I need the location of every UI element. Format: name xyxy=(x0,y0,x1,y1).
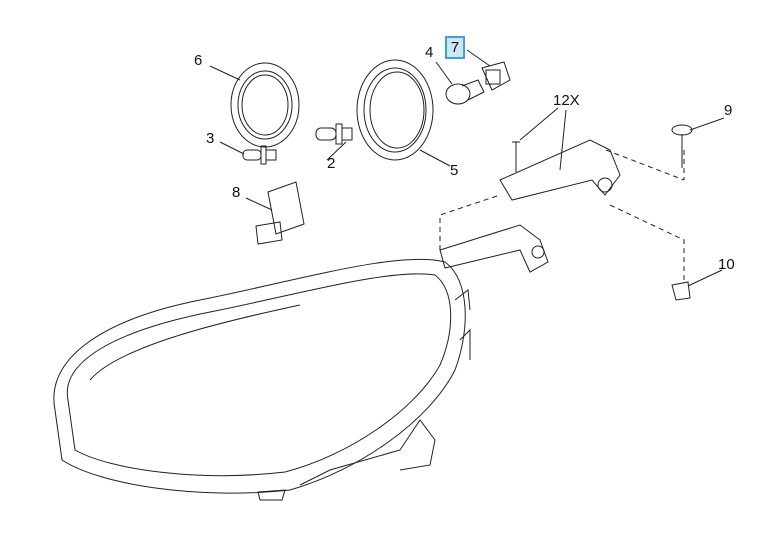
clip-part-10[interactable] xyxy=(671,281,691,301)
leader-lines xyxy=(209,49,725,287)
callout-2[interactable]: 2 xyxy=(327,155,336,172)
ring-part-5[interactable] xyxy=(356,59,434,161)
actuator-part-8[interactable] xyxy=(255,181,305,245)
ring-part-6[interactable] xyxy=(230,62,300,148)
callout-9[interactable]: 9 xyxy=(724,102,733,119)
callout-6[interactable]: 6 xyxy=(194,52,203,69)
guide-lines xyxy=(439,149,685,280)
bulb-part-3[interactable] xyxy=(242,145,277,165)
bracket-part-12x[interactable] xyxy=(439,139,621,273)
bulb-part-4[interactable] xyxy=(445,79,485,105)
callout-10[interactable]: 10 xyxy=(718,256,735,273)
callout-12x[interactable]: 12X xyxy=(553,92,580,109)
callout-3[interactable]: 3 xyxy=(206,130,215,147)
callout-7-highlighted[interactable]: 7 xyxy=(445,36,465,59)
callout-5[interactable]: 5 xyxy=(450,162,459,179)
bolt-part-9[interactable] xyxy=(671,124,693,168)
headlamp-housing[interactable] xyxy=(53,258,471,501)
screw-part-12x[interactable] xyxy=(512,141,520,172)
callout-4[interactable]: 4 xyxy=(425,44,434,61)
socket-part-7[interactable] xyxy=(481,61,511,91)
callout-8[interactable]: 8 xyxy=(232,184,241,201)
bulb-part-2[interactable] xyxy=(315,123,353,145)
